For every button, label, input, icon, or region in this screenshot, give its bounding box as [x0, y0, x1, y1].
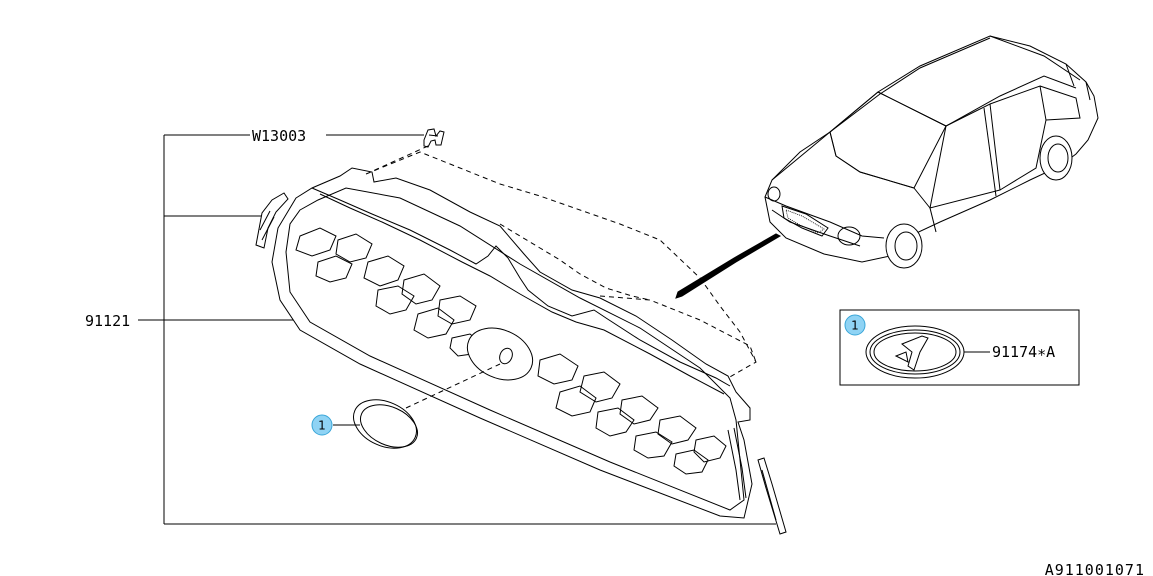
- emblem-inset-callout-number: 1: [851, 319, 859, 333]
- emblem-inset-icon: [865, 325, 965, 379]
- emblem-callout-number: 1: [318, 419, 326, 433]
- right-side-molding-icon: [757, 457, 787, 535]
- car-illustration-icon: [764, 35, 1099, 269]
- emblem-inset-callout-badge: 1: [844, 314, 866, 336]
- emblem-inset-box: 1: [839, 309, 1080, 386]
- emblem-part-number[interactable]: 91174∗A: [992, 343, 1055, 361]
- leader-bracket: [138, 134, 776, 525]
- emblem-icon: [353, 399, 418, 449]
- clip-icon: [423, 128, 445, 148]
- clip-part-number[interactable]: W13003: [252, 127, 306, 145]
- grille-part-number[interactable]: 91121: [85, 312, 130, 330]
- pointer-arrow: [675, 233, 782, 299]
- front-grille-icon: [271, 167, 753, 519]
- left-side-molding-icon: [255, 192, 289, 249]
- grille-back-panel-outline: [365, 151, 757, 379]
- emblem-callout-badge: 1: [311, 414, 333, 436]
- diagram-reference-code: A911001071: [1045, 561, 1145, 576]
